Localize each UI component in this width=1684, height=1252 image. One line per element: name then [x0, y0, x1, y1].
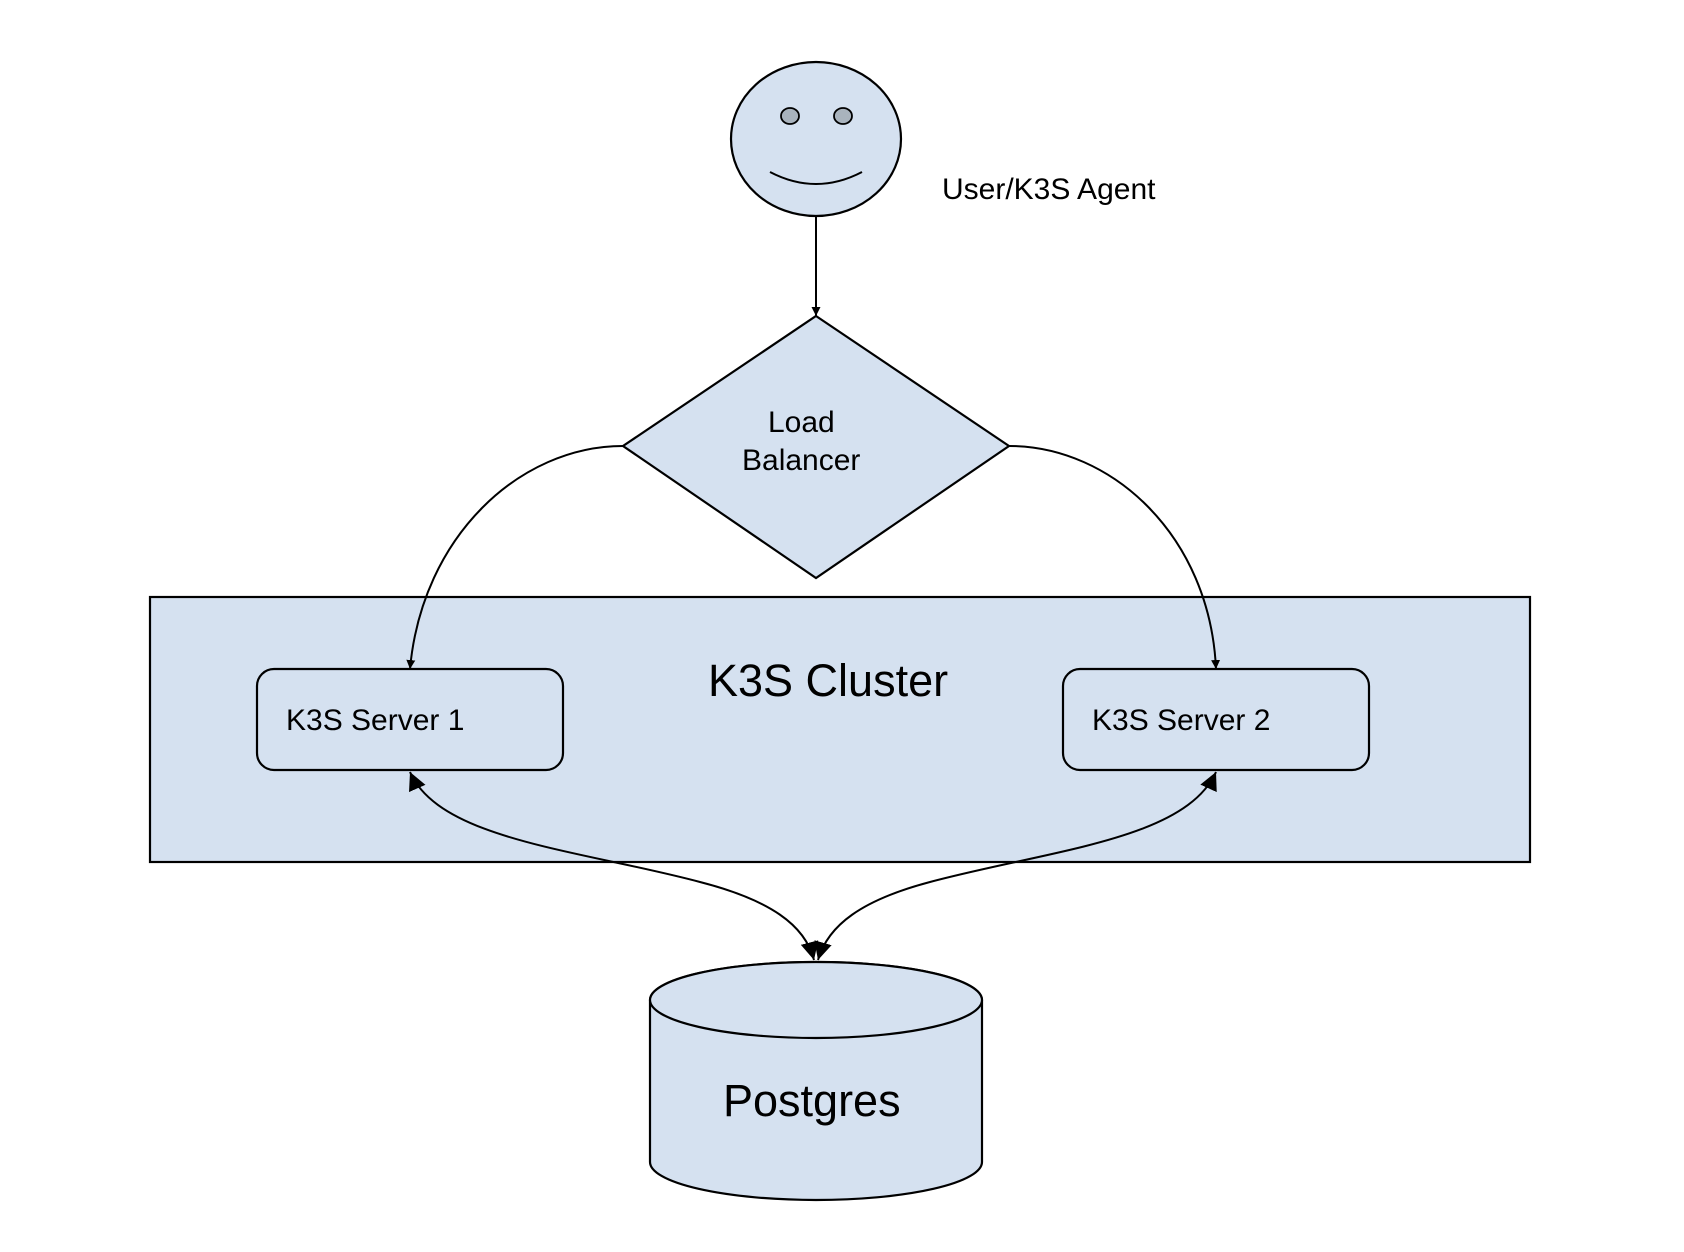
database-top-rim: [648, 960, 984, 1040]
smile-icon: [769, 171, 863, 185]
postgres-label: Postgres: [723, 1075, 901, 1126]
smiley-face-icon: [729, 60, 903, 218]
edge-server-1-database: [409, 771, 819, 961]
user-label: User/K3S Agent: [942, 173, 1156, 206]
edge-load-balancer-to-server-2: [1008, 445, 1221, 670]
load-balancer-label-line2: Balancer: [742, 444, 860, 477]
edge-server-2-database: [814, 771, 1217, 961]
load-balancer-label-line1: Load: [768, 406, 835, 439]
right-eye-icon: [833, 107, 853, 125]
user-node: [729, 60, 903, 218]
left-eye-icon: [780, 107, 800, 125]
postgres-database: [648, 960, 984, 1202]
load-balancer-diamond: [621, 314, 1011, 580]
k3s-server-2-label: K3S Server 2: [1092, 704, 1270, 737]
k3s-server-1-label: K3S Server 1: [286, 704, 464, 737]
edge-load-balancer-to-server-1: [406, 445, 624, 670]
k3s-cluster-label: K3S Cluster: [708, 655, 948, 706]
